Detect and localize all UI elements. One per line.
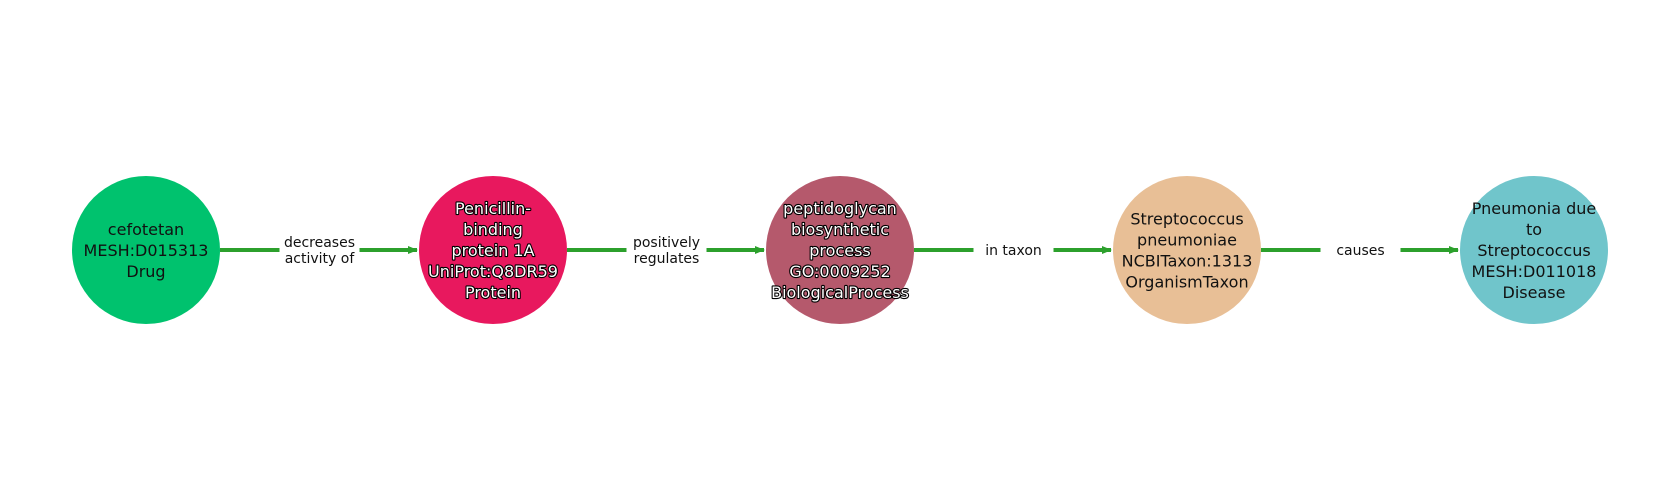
graph-node: Streptococcus pneumoniaeNCBITaxon:1313Org… xyxy=(1113,176,1261,324)
node-label: Protein xyxy=(465,283,521,302)
node-label: Pneumonia due xyxy=(1472,199,1596,218)
node-label: biosynthetic xyxy=(791,220,889,239)
node-label: peptidoglycan xyxy=(783,199,897,218)
node-label: Drug xyxy=(126,262,165,281)
node-circle xyxy=(72,176,220,324)
edge-label: regulates xyxy=(634,251,700,267)
edge-label: positively xyxy=(633,235,700,251)
edge-label: decreases xyxy=(284,235,355,251)
node-label: protein 1A xyxy=(451,241,534,260)
graph-node: Penicillin-binding protein 1A UniProt:Q8DR… xyxy=(419,176,567,324)
node-label: MESH:D011018 xyxy=(1472,262,1597,281)
node-label: GO:0009252 xyxy=(789,262,890,281)
node-label: Disease xyxy=(1503,283,1566,302)
node-circle xyxy=(766,176,914,324)
node-label: to xyxy=(1526,220,1542,239)
node-label: Streptococcus xyxy=(1130,210,1243,229)
edge-label: in taxon xyxy=(985,243,1042,259)
node-label: NCBITaxon:1313 xyxy=(1122,252,1253,271)
node-label: MESH:D015313 xyxy=(84,241,209,260)
node-circle xyxy=(1113,176,1261,324)
graph-node: Pneumonia due toStreptococcusMESH:D011018… xyxy=(1460,176,1608,324)
node-circle xyxy=(1460,176,1608,324)
node-label: cefotetan xyxy=(108,220,184,239)
node-label: BiologicalProcess xyxy=(771,283,909,302)
edge-label: causes xyxy=(1336,243,1384,259)
node-label: UniProt:Q8DR59 xyxy=(428,262,558,281)
node-label: binding xyxy=(463,220,523,239)
node-label: Streptococcus xyxy=(1477,241,1590,260)
node-circle xyxy=(419,176,567,324)
node-label: OrganismTaxon xyxy=(1125,273,1248,292)
node-label: process xyxy=(809,241,870,260)
graph-node: peptidoglycan biosynthetic processGO:00092… xyxy=(766,176,914,324)
node-label: pneumoniae xyxy=(1137,231,1237,250)
node-label: Penicillin- xyxy=(455,199,531,218)
edge-label: activity of xyxy=(285,251,356,267)
